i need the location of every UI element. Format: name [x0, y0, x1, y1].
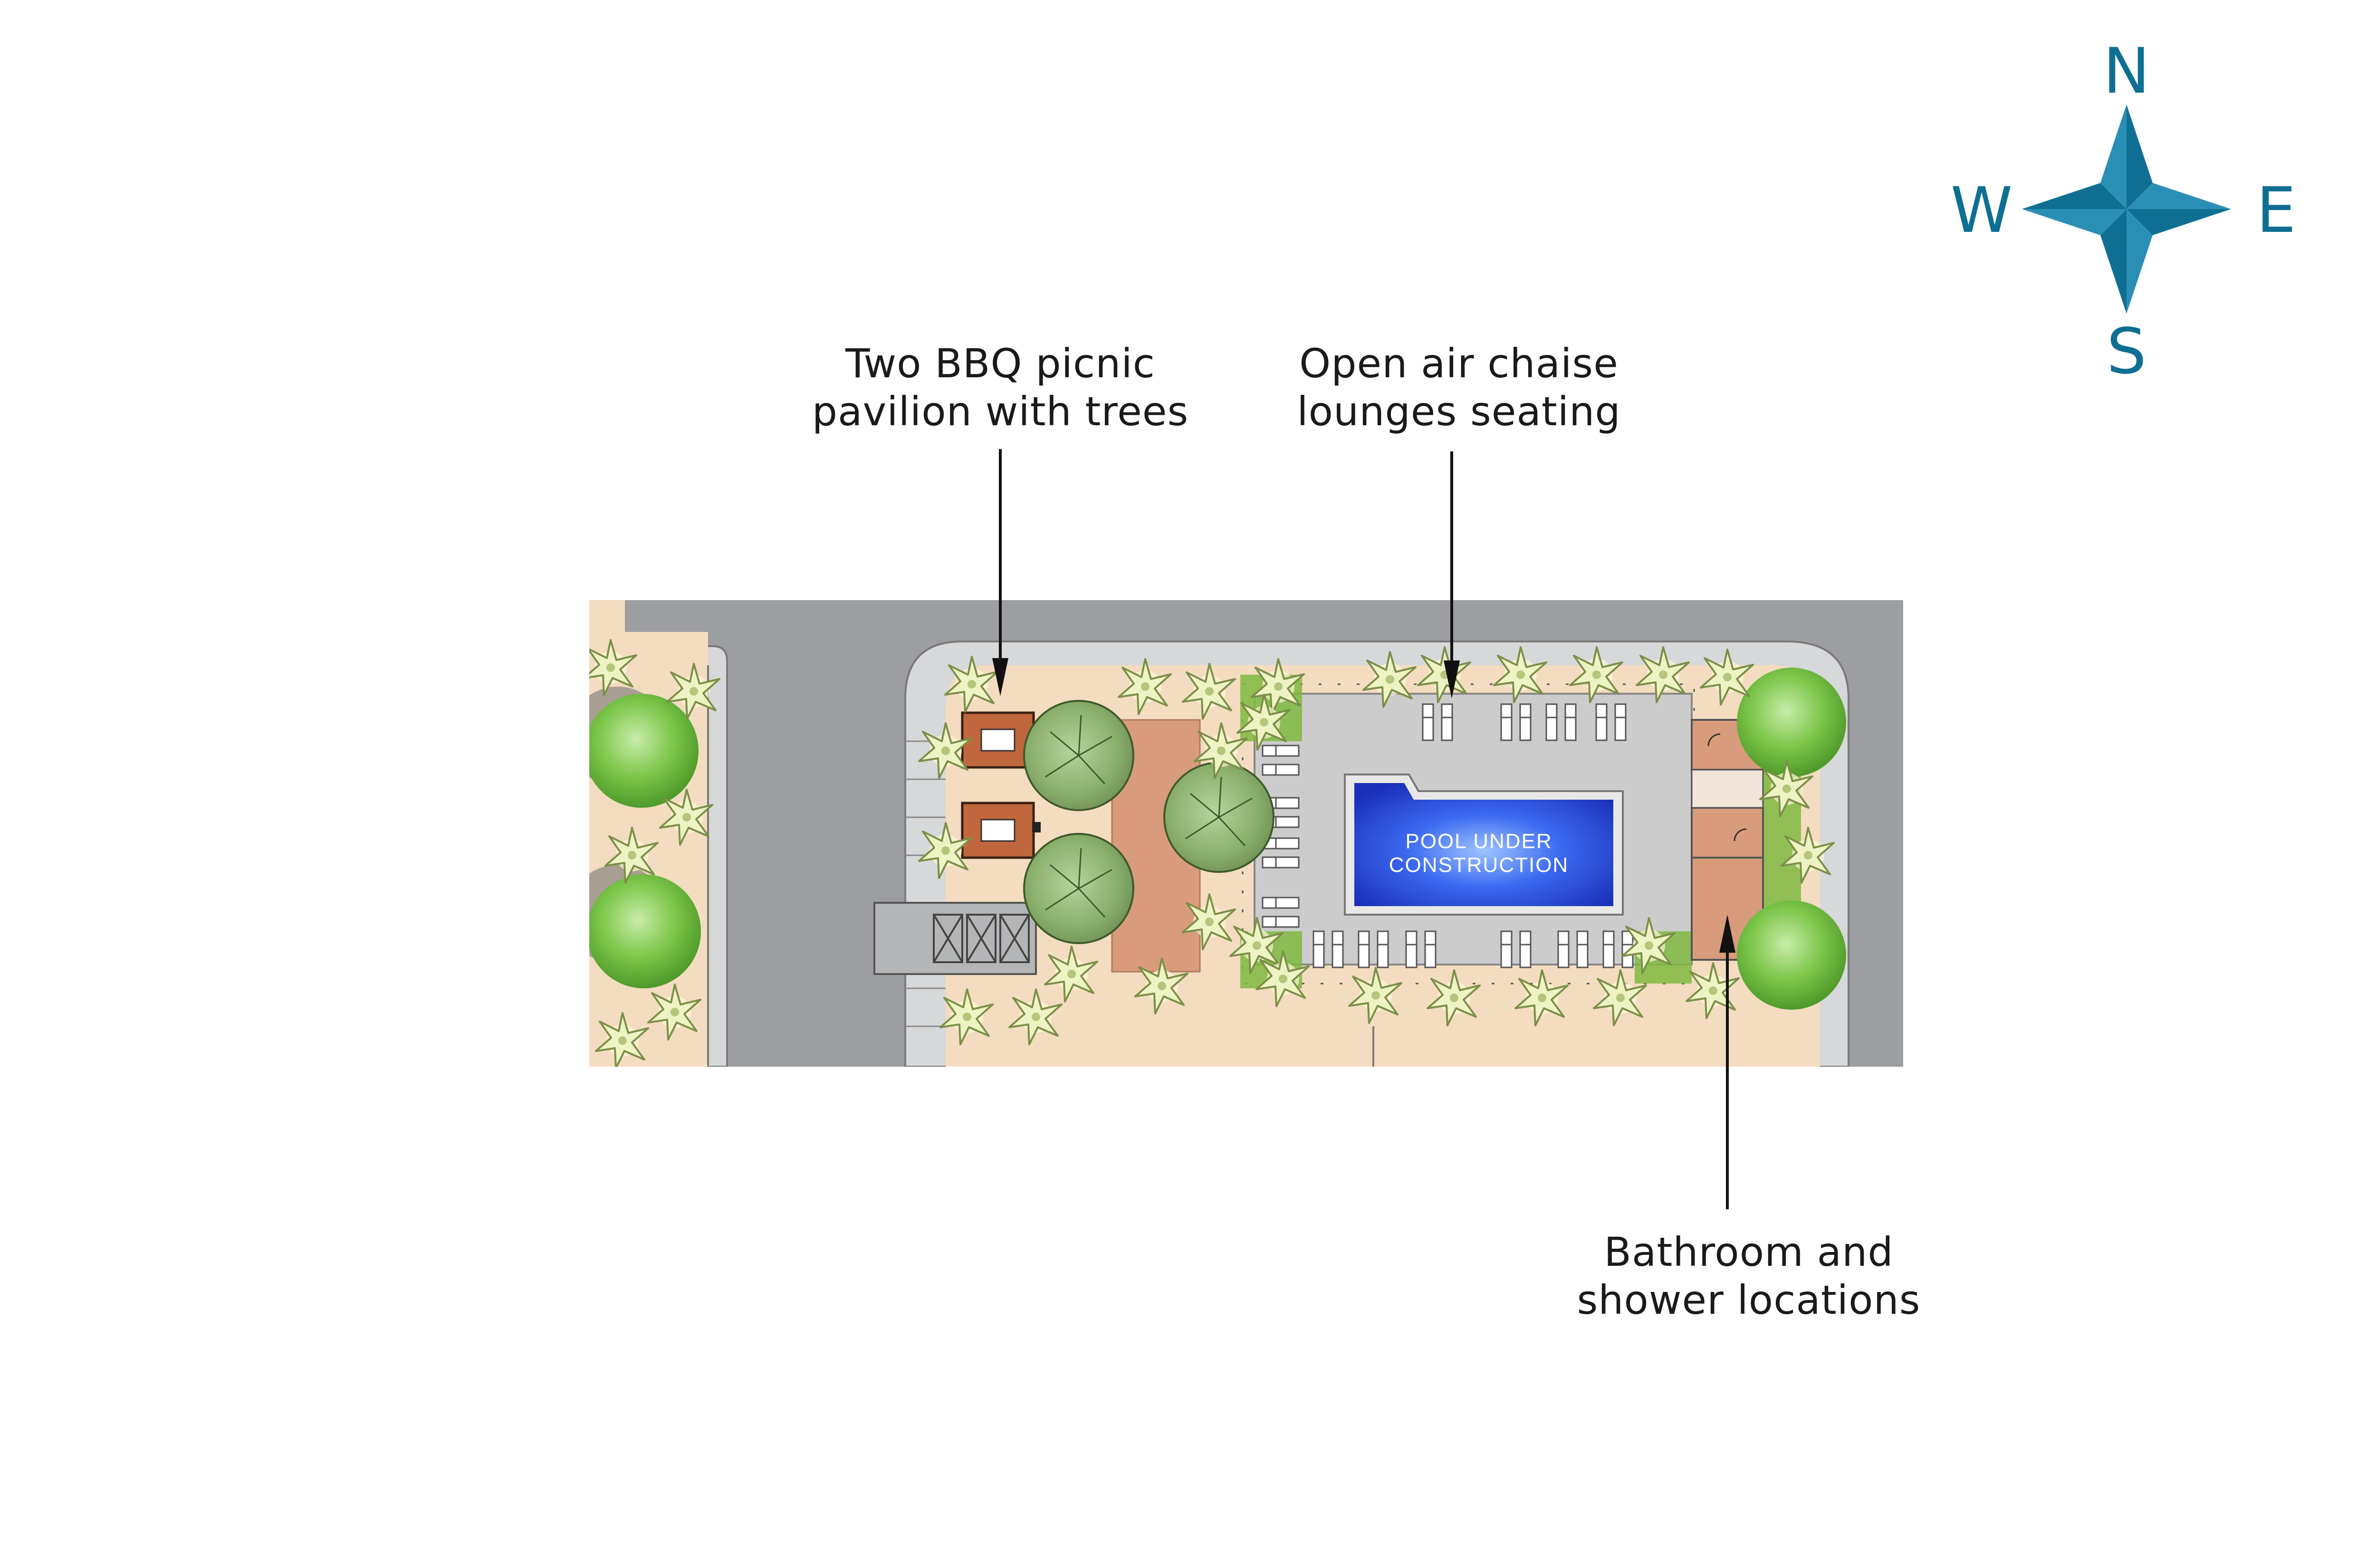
compass-north: N	[2103, 35, 2150, 108]
callout-bathroom-shower: Bathroom and shower locations	[1525, 1228, 1972, 1324]
compass-west: W	[1951, 174, 2013, 247]
callout-chaise-lounges: Open air chaise lounges seating	[1245, 340, 1673, 436]
shade-tree-icon	[584, 694, 699, 808]
shade-tree-icon	[1737, 668, 1846, 777]
callout-lounges-line2: lounges seating	[1297, 388, 1621, 435]
callout-bathroom-line1: Bathroom and	[1604, 1229, 1894, 1275]
compass-south: S	[2107, 315, 2146, 388]
shade-tree-icon	[587, 874, 701, 988]
callout-arrow-icon	[992, 449, 1735, 1209]
callout-bbq-line1: Two BBQ picnic	[845, 340, 1155, 387]
bottom-sidewalk	[1036, 1026, 1692, 1067]
parking-structure	[873, 902, 1037, 975]
pool-label-line1: POOL UNDER	[1405, 830, 1552, 853]
callout-lounges-line1: Open air chaise	[1299, 340, 1619, 387]
shade-tree-icon	[1737, 900, 1846, 1010]
pool-label-line2: CONSTRUCTION	[1389, 853, 1569, 877]
callout-bbq-line2: pavilion with trees	[812, 388, 1189, 435]
callout-bathroom-line2: shower locations	[1577, 1277, 1921, 1323]
callout-bbq-pavilion: Two BBQ picnic pavilion with trees	[775, 340, 1226, 436]
bbq-pavilion-2	[961, 802, 1041, 859]
site-plan: POOL UNDER CONSTRUCTION	[546, 570, 1960, 1162]
compass-rose-icon: N S E W	[1951, 35, 2296, 388]
compass-east: E	[2256, 174, 2296, 247]
shade-trees	[568, 668, 1846, 1010]
